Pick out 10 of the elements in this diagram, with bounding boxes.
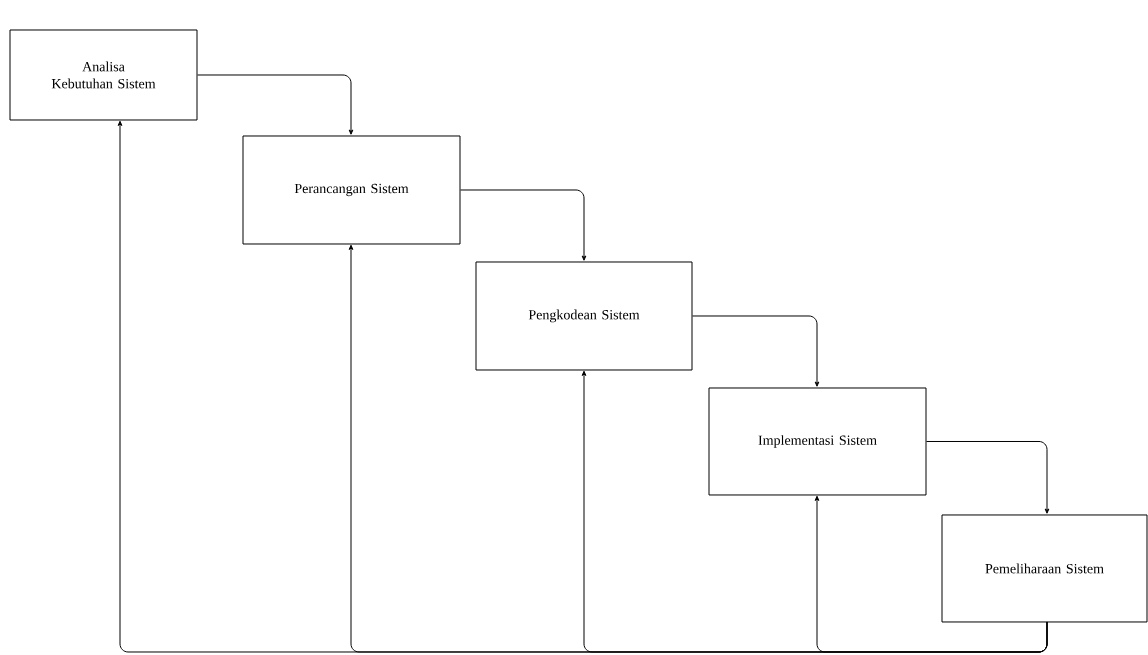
arrow	[197, 74, 354, 135]
process-box: Perancangan Sistem	[242, 135, 461, 245]
arrow	[926, 441, 1050, 514]
arrow	[814, 495, 1048, 653]
process-box: Pengkodean Sistem	[475, 261, 693, 371]
arrow	[460, 189, 587, 261]
arrow	[692, 315, 820, 387]
process-box: Analisa Kebutuhan Sistem	[9, 29, 198, 121]
process-box: Pemeliharaan Sistem	[941, 514, 1148, 623]
process-box: Implementasi Sistem	[708, 387, 927, 496]
